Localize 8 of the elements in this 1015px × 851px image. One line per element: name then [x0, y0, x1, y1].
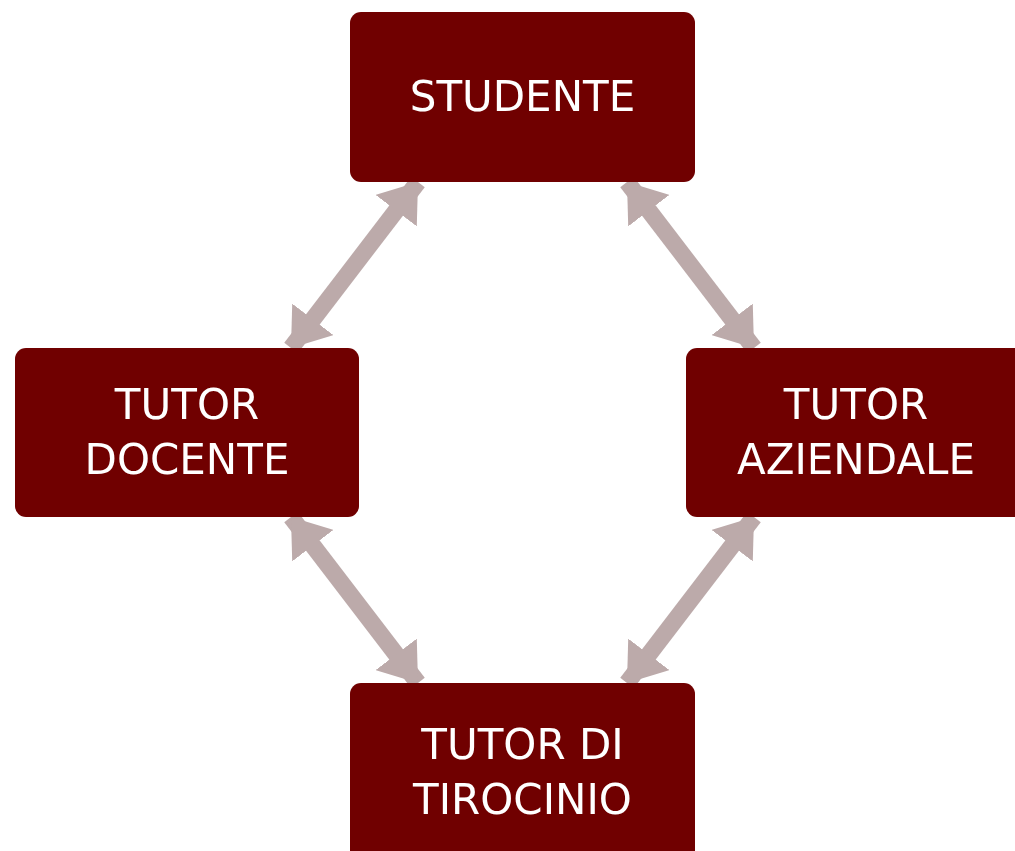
role-box	[350, 683, 695, 851]
role-box	[350, 12, 695, 182]
role-label: STUDENTE	[409, 70, 636, 123]
role-box	[15, 348, 359, 517]
role-label: TUTOR DI TIROCINIO	[412, 719, 633, 826]
role-label: TUTOR AZIENDALE	[735, 378, 977, 486]
role-label: TUTOR DOCENTE	[83, 378, 291, 486]
role-box	[686, 348, 1015, 517]
